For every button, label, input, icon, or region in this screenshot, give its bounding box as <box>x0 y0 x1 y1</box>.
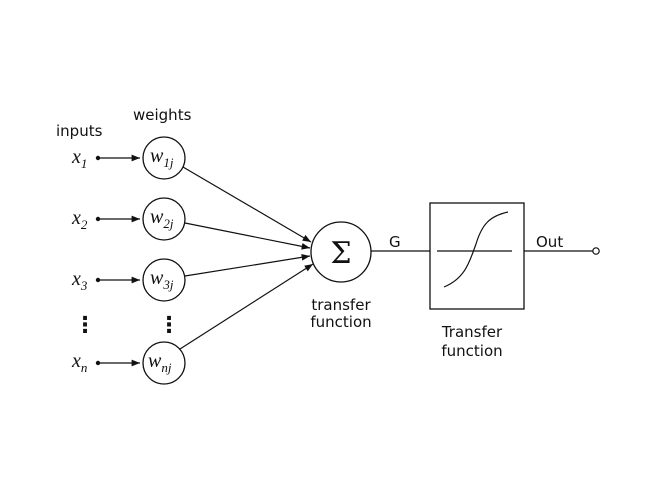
out-label: Out <box>536 233 563 251</box>
box-caption-line2: function <box>441 342 502 360</box>
weight-label: w2j <box>150 206 174 231</box>
sigmoid-curve <box>443 211 509 288</box>
weight-node <box>142 341 186 385</box>
summation-node <box>310 221 372 283</box>
weight-node <box>142 258 186 302</box>
inputs-label: inputs <box>56 122 103 140</box>
sum-caption-line1: transfer <box>311 296 371 314</box>
weight-to-sum-arrow <box>184 222 311 250</box>
input-row: x2 w2j <box>71 197 186 241</box>
weight-to-sum-arrow <box>184 254 311 277</box>
input-row: xn wnj <box>71 341 186 385</box>
weight-label: w1j <box>150 145 174 170</box>
transfer-box <box>429 202 525 310</box>
weight-to-sum-arrow <box>179 263 314 350</box>
input-variable: x2 <box>71 207 88 232</box>
g-label: G <box>389 233 401 251</box>
inputs-ellipsis: ⋮ <box>74 313 96 338</box>
box-caption-line1: Transfer <box>441 323 503 341</box>
input-variable: x1 <box>71 146 87 171</box>
input-variable: x3 <box>71 268 88 293</box>
weight-to-sum-arrow <box>182 166 312 243</box>
input-row: x3 w3j <box>71 258 186 302</box>
weights-label: weights <box>133 106 192 124</box>
weights-ellipsis: ⋮ <box>158 313 180 338</box>
input-variable: xn <box>71 350 87 375</box>
sum-caption-line2: function <box>310 313 371 331</box>
weight-label: w3j <box>150 267 174 292</box>
sigma-symbol: Σ <box>330 236 351 271</box>
weight-node <box>142 136 186 180</box>
weight-label: wnj <box>148 350 172 375</box>
output-terminal <box>592 247 600 255</box>
input-row: x1 w1j <box>71 136 186 180</box>
weight-node <box>142 197 186 241</box>
